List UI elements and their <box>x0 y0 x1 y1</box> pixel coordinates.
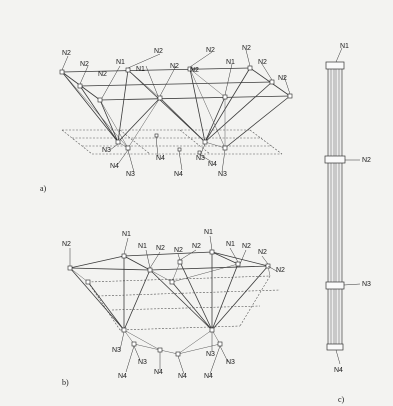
panel-a-label: N2 <box>154 48 163 55</box>
panel-c-column <box>324 61 346 351</box>
panel-a-label: N4 <box>174 171 183 178</box>
panel-a-label: N4 <box>208 161 217 168</box>
panel-a-leaders <box>61 49 291 173</box>
panel-b-label: N3 <box>226 359 235 366</box>
panel-b-label: N4 <box>178 373 187 380</box>
panel-b-label: N2 <box>156 245 165 252</box>
panel-c-leaders <box>335 47 361 365</box>
panel-a-label: N3 <box>126 171 135 178</box>
panel-a-label: N3 <box>196 155 205 162</box>
panel-a-base-grid <box>61 129 283 155</box>
panel-c-caption: c) <box>338 395 345 404</box>
panel-b-label: N2 <box>242 243 251 250</box>
panel-b-caption: b) <box>62 378 69 387</box>
panel-b-label: N3 <box>206 351 215 358</box>
panel-a-struts <box>61 67 291 149</box>
panel-a-label: N4 <box>110 163 119 170</box>
panel-b-label: N4 <box>154 369 163 376</box>
panel-b-struts <box>69 252 269 355</box>
panel-b-top-chord <box>69 251 271 283</box>
panel-b-label: N3 <box>112 347 121 354</box>
panel-a-top-chord <box>61 67 291 101</box>
panel-b-leaders <box>69 235 279 375</box>
panel-a-label: N1 <box>116 59 125 66</box>
panel-a-label: N2 <box>170 63 179 70</box>
panel-a-label: N2 <box>62 50 71 57</box>
panel-c-label: N1 <box>340 43 349 50</box>
panel-a-label: N1 <box>226 59 235 66</box>
panel-b-label: N2 <box>276 267 285 274</box>
panel-b-label: N1 <box>204 229 213 236</box>
panel-a-label: N2 <box>80 61 89 68</box>
panel-b-label: N1 <box>138 243 147 250</box>
panel-b-base-grid <box>87 275 281 331</box>
panel-c-labels: N1 N2 N3 N4 c) <box>334 43 371 404</box>
panel-b-label: N2 <box>62 241 71 248</box>
panel-a-label: N4 <box>156 155 165 162</box>
panel-c-label: N3 <box>362 281 371 288</box>
panel-a-label: N2 <box>206 47 215 54</box>
panel-a-label: N2 <box>258 59 267 66</box>
panel-a-label: N2 <box>98 71 107 78</box>
panel-a-label: N3 <box>102 147 111 154</box>
panel-b-label: N3 <box>138 359 147 366</box>
panel-a-labels: N2 N1 N2 N2 N1 N2 N2 N1 N2 N2 N2 N2 N3 N… <box>40 45 287 193</box>
panel-a-label: N2 <box>190 67 199 74</box>
panel-a-label: N1 <box>136 66 145 73</box>
panel-b-label: N4 <box>118 373 127 380</box>
panel-a-label: N2 <box>242 45 251 52</box>
panel-c-label: N2 <box>362 157 371 164</box>
panel-c-label: N4 <box>334 367 343 374</box>
panel-b-nodes <box>67 249 271 357</box>
panel-a-nodes <box>59 65 293 155</box>
panel-b-label: N2 <box>192 243 201 250</box>
panel-a-caption: a) <box>40 184 47 193</box>
panel-b-label: N1 <box>122 231 131 238</box>
panel-b-label: N2 <box>174 247 183 254</box>
panel-a-label: N2 <box>278 75 287 82</box>
panel-b-labels: N2 N1 N1 N2 N2 N2 N1 N1 N2 N2 N2 N3 N3 N… <box>62 229 285 387</box>
panel-b-label: N2 <box>258 249 267 256</box>
panel-a-label: N3 <box>218 171 227 178</box>
panel-b-label: N1 <box>226 241 235 248</box>
panel-b-label: N4 <box>204 373 213 380</box>
